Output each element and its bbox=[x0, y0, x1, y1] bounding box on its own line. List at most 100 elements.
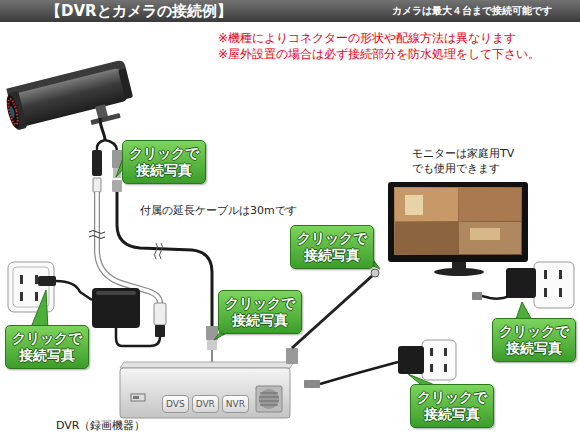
warning-note: ※屋外設置の場合は必ず接続部分を防水処理をして下さい。 bbox=[218, 47, 540, 62]
button-label: DVS bbox=[166, 398, 185, 410]
camera bbox=[7, 98, 20, 125]
monitor bbox=[405, 195, 423, 215]
wall-outlet bbox=[544, 270, 547, 279]
device-label: DVR（録画機器） bbox=[56, 419, 145, 432]
power-adapter bbox=[92, 288, 140, 328]
dvr-device bbox=[256, 386, 282, 412]
video-cable bbox=[117, 192, 218, 362]
wall-outlet bbox=[472, 262, 574, 308]
wall-outlet bbox=[506, 268, 536, 298]
monitor bbox=[388, 182, 528, 262]
monitor bbox=[395, 188, 458, 221]
photo-link-callout: クリックで 接続写真 bbox=[492, 318, 576, 362]
monitor bbox=[395, 222, 458, 254]
wall-outlet bbox=[444, 364, 447, 372]
power-cable bbox=[89, 231, 105, 239]
wall-outlet bbox=[544, 288, 547, 297]
camera-cable bbox=[100, 118, 105, 140]
camera-cable bbox=[112, 180, 122, 192]
wall-outlet bbox=[444, 348, 447, 356]
wall-outlet bbox=[559, 270, 562, 279]
wall-outlet bbox=[320, 362, 398, 384]
power-adapter bbox=[96, 291, 136, 295]
callout-pointer bbox=[30, 150, 533, 388]
monitor-cable bbox=[286, 348, 298, 364]
monitor bbox=[434, 268, 484, 276]
wall-outlet bbox=[534, 262, 574, 308]
camera-cable bbox=[105, 140, 117, 150]
wall-outlet bbox=[20, 292, 23, 301]
callout-text: クリックで 接続写真 bbox=[417, 389, 487, 423]
photo-link-callout: クリックで 接続写真 bbox=[122, 140, 206, 184]
camera bbox=[14, 67, 129, 127]
callout-text: クリックで 接続写真 bbox=[129, 145, 199, 179]
camera-cable bbox=[97, 140, 105, 150]
callout-text: クリックで 接続写真 bbox=[297, 230, 367, 264]
video-cable bbox=[211, 350, 213, 362]
header-note: カメラは最大４台まで接続可能です bbox=[392, 4, 552, 18]
photo-link-callout: クリックで 接続写真 bbox=[218, 290, 302, 334]
monitor bbox=[459, 222, 521, 254]
photo-link-callout: クリックで 接続写真 bbox=[5, 325, 89, 369]
callout-text: クリックで 接続写真 bbox=[225, 295, 295, 329]
wall-outlet bbox=[430, 364, 433, 372]
wall-outlet bbox=[422, 340, 456, 380]
dvr-device bbox=[133, 396, 139, 399]
monitor-cable bbox=[292, 276, 372, 348]
button-label: NVR bbox=[226, 398, 245, 410]
dvr-recorder: DVR（録画機器）DVSDVRNVR bbox=[120, 368, 290, 418]
mode-button: DVR bbox=[192, 395, 219, 413]
mode-button: DVS bbox=[162, 395, 189, 413]
camera bbox=[4, 94, 22, 129]
monitor bbox=[394, 187, 522, 255]
camera-cable bbox=[93, 178, 101, 192]
dvr-device bbox=[259, 389, 279, 409]
dvr-device bbox=[259, 393, 279, 405]
camera bbox=[118, 68, 133, 99]
photo-link-callout: クリックで 接続写真 bbox=[290, 225, 374, 269]
wall-outlet bbox=[35, 292, 38, 301]
camera bbox=[90, 113, 120, 125]
wall-outlet bbox=[482, 296, 510, 299]
dvr-device bbox=[120, 362, 294, 418]
wall-outlet bbox=[38, 276, 56, 286]
warning-note: ※機種によりコネクターの形状や配線方法は異なります bbox=[218, 31, 516, 46]
camera bbox=[9, 106, 16, 119]
dvr-device bbox=[120, 368, 290, 418]
wall-outlet bbox=[559, 288, 562, 297]
power-cable bbox=[154, 303, 166, 325]
callout-pointer bbox=[30, 290, 48, 330]
camera bbox=[2, 59, 137, 144]
wall-outlet bbox=[304, 340, 456, 388]
power-adapter bbox=[92, 288, 140, 328]
wall-outlet bbox=[20, 275, 23, 284]
power-cable bbox=[116, 328, 160, 346]
wall-outlet bbox=[398, 346, 424, 374]
button-label: DVR bbox=[196, 398, 215, 410]
monitor bbox=[470, 228, 500, 240]
wall-outlet bbox=[472, 292, 482, 300]
monitor bbox=[459, 188, 521, 221]
dvr-device bbox=[131, 394, 145, 401]
wall-outlet bbox=[430, 348, 433, 356]
photo-link-callout: クリックで 接続写真 bbox=[410, 384, 494, 428]
monitor-cable bbox=[371, 269, 379, 277]
cable-note: 付属の延長ケーブルは30mです bbox=[140, 204, 297, 218]
video-cable bbox=[207, 340, 217, 350]
dvr-device bbox=[120, 362, 294, 368]
wall-outlet bbox=[8, 262, 92, 312]
wall-outlet bbox=[304, 380, 320, 388]
mode-button: NVR bbox=[222, 395, 249, 413]
monitor-note: モニターは家庭用TV でも使用できます bbox=[412, 146, 514, 176]
monitor bbox=[388, 182, 528, 276]
video-cable bbox=[155, 243, 163, 259]
camera-cable bbox=[92, 118, 122, 192]
wall-outlet bbox=[56, 281, 92, 300]
diagram-title: 【DVRとカメラの接続例】 bbox=[46, 2, 232, 20]
callout-text: クリックで 接続写真 bbox=[499, 323, 569, 357]
camera bbox=[2, 59, 137, 144]
power-cable bbox=[155, 325, 165, 337]
